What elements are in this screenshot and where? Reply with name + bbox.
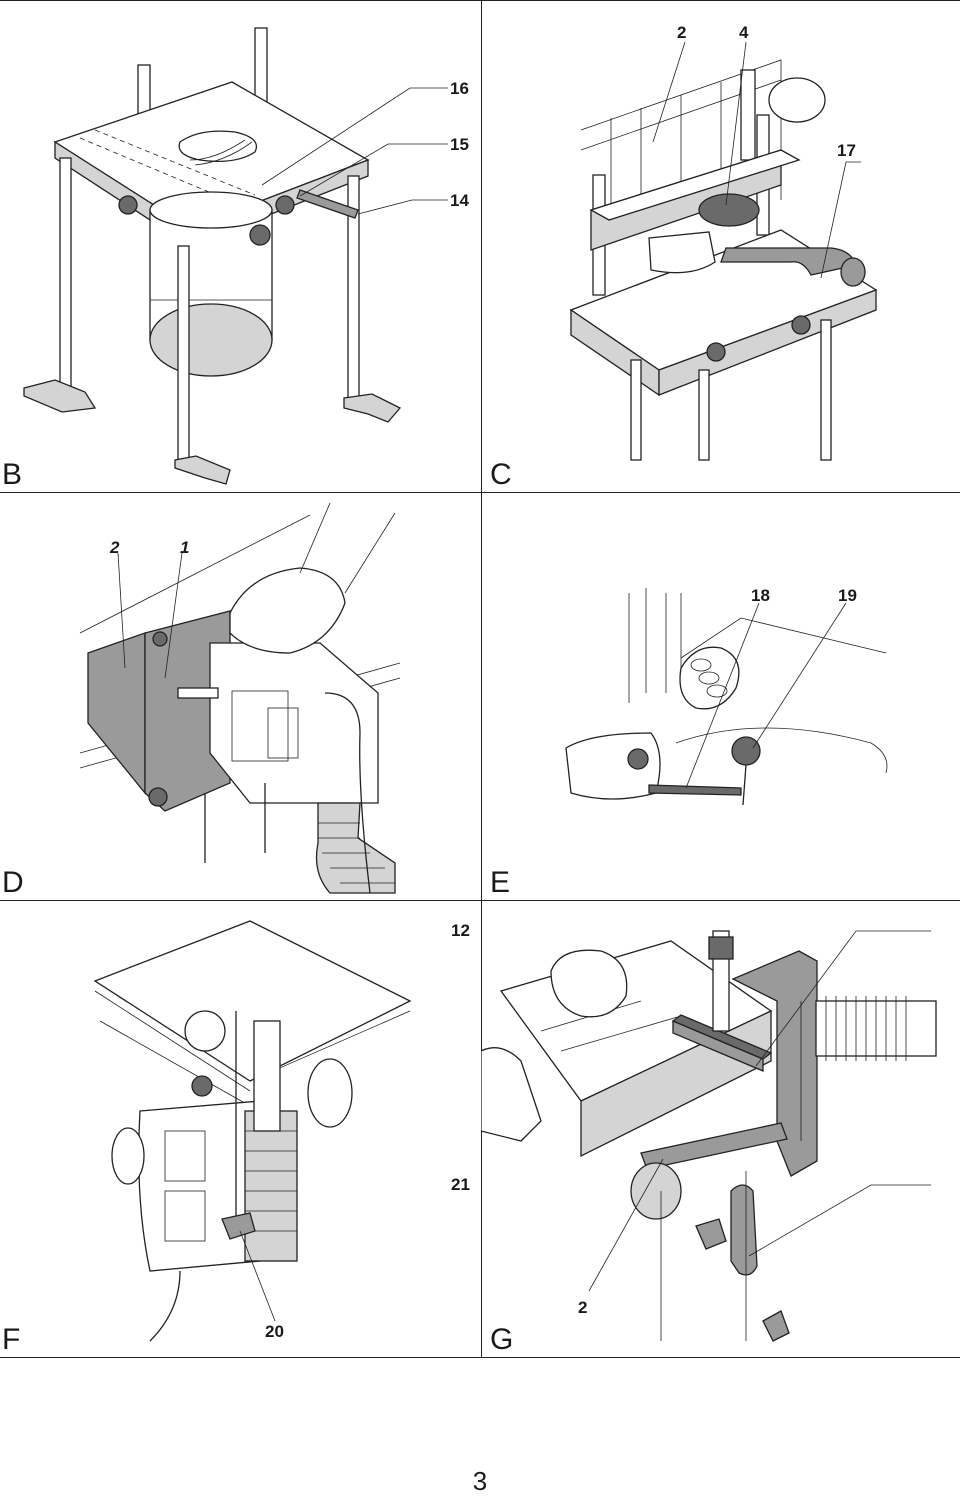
panel-letter-d: D [2, 866, 24, 899]
callout-c-3: 17 [837, 141, 856, 160]
router-guide-use-illustration [79, 502, 401, 894]
callout-c-2: 4 [739, 23, 749, 42]
callout-e-2: 19 [838, 586, 857, 605]
table-with-fence-illustration [569, 41, 878, 461]
panel-b: 16 15 14 B [0, 0, 480, 492]
router-underside-illustration [93, 920, 412, 1342]
circle-cutting-illustration [565, 588, 888, 806]
panel-letter-b: B [2, 458, 23, 491]
panel-d: 2 1 D [0, 493, 480, 900]
callout-c-1: 2 [677, 23, 687, 42]
callout-g-3: 2 [578, 1298, 588, 1317]
panel-letter-g: G [490, 1323, 514, 1356]
grid-divider-row1 [0, 492, 960, 493]
grid-border-bottom [0, 1357, 960, 1358]
callout-b-2: 15 [450, 135, 469, 154]
panel-g: 12 21 2 G [451, 901, 960, 1357]
callout-d-2: 1 [180, 538, 190, 557]
figure-grid [0, 0, 960, 1358]
edge-guide-clamp-illustration [481, 930, 937, 1342]
page-number: 3 [472, 1466, 488, 1496]
callout-d-1: 2 [110, 538, 120, 557]
callout-e-1: 18 [751, 586, 770, 605]
panel-letter-c: C [490, 458, 512, 491]
grid-divider-vertical [481, 0, 482, 1358]
panel-letter-f: F [2, 1323, 21, 1356]
callout-b-3: 14 [450, 191, 469, 210]
panel-c: 2 4 17 C [481, 0, 960, 492]
callout-g-2: 21 [451, 1175, 470, 1194]
grid-border-top [0, 0, 960, 1]
callout-b-1: 16 [450, 79, 469, 98]
panel-letter-e: E [490, 866, 511, 899]
router-table-illustration [23, 27, 448, 485]
grid-divider-row2 [0, 900, 960, 901]
panel-f: 20 F [0, 901, 480, 1357]
panel-e: 18 19 E [481, 493, 960, 900]
callout-f-1: 20 [265, 1322, 284, 1341]
callout-g-1: 12 [451, 921, 470, 940]
